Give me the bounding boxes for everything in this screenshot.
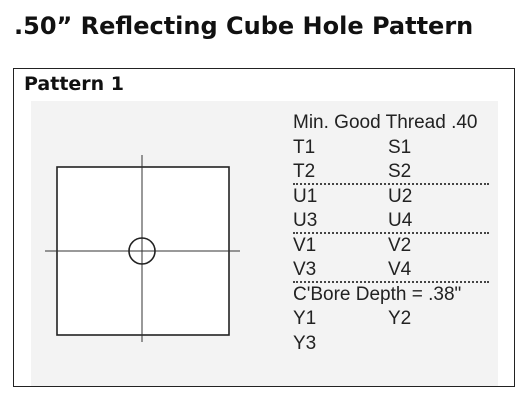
min-thread-text: Min. Good Thread .40	[293, 112, 478, 133]
spec-row: V3 V4	[293, 258, 489, 283]
spec-left: T1	[293, 136, 316, 158]
spec-right: U2	[388, 185, 413, 207]
pattern-box: Pattern 1 Min. Good Thread .40 T1 S1 T2 …	[13, 68, 515, 387]
spec-row: Y1 Y2	[293, 307, 489, 332]
spec-right: S1	[388, 136, 412, 158]
spec-row-cbore: C'Bore Depth = .38"	[293, 283, 489, 308]
spec-right: V4	[388, 259, 412, 280]
spec-row: T1 S1	[293, 136, 489, 161]
pattern-label: Pattern 1	[24, 73, 125, 95]
spec-list: Min. Good Thread .40 T1 S1 T2 S2 U1 U2 U…	[293, 111, 489, 356]
spec-row: T2 S2	[293, 160, 489, 185]
spec-left: T2	[293, 161, 316, 182]
spec-left: U1	[293, 185, 318, 207]
spec-row: U3 U4	[293, 209, 489, 234]
spec-row-min-thread: Min. Good Thread .40	[293, 111, 489, 136]
spec-right: V2	[388, 234, 412, 256]
spec-row: U1 U2	[293, 185, 489, 210]
spec-right: S2	[388, 161, 412, 182]
spec-left: V1	[293, 234, 317, 256]
hole-pattern-diagram	[45, 155, 240, 342]
spec-left: U3	[293, 210, 318, 231]
spec-row: V1 V2	[293, 234, 489, 259]
spec-left: Y3	[293, 332, 317, 354]
spec-right: Y2	[388, 308, 412, 329]
pattern-panel: Min. Good Thread .40 T1 S1 T2 S2 U1 U2 U…	[31, 101, 498, 386]
center-hole	[128, 237, 156, 265]
page-title: .50” Reflecting Cube Hole Pattern	[14, 12, 474, 40]
cbore-depth-text: C'Bore Depth = .38"	[293, 283, 462, 305]
spec-row: Y3	[293, 332, 489, 357]
spec-left: V3	[293, 259, 317, 280]
spec-right: U4	[388, 210, 413, 231]
spec-left: Y1	[293, 308, 317, 329]
